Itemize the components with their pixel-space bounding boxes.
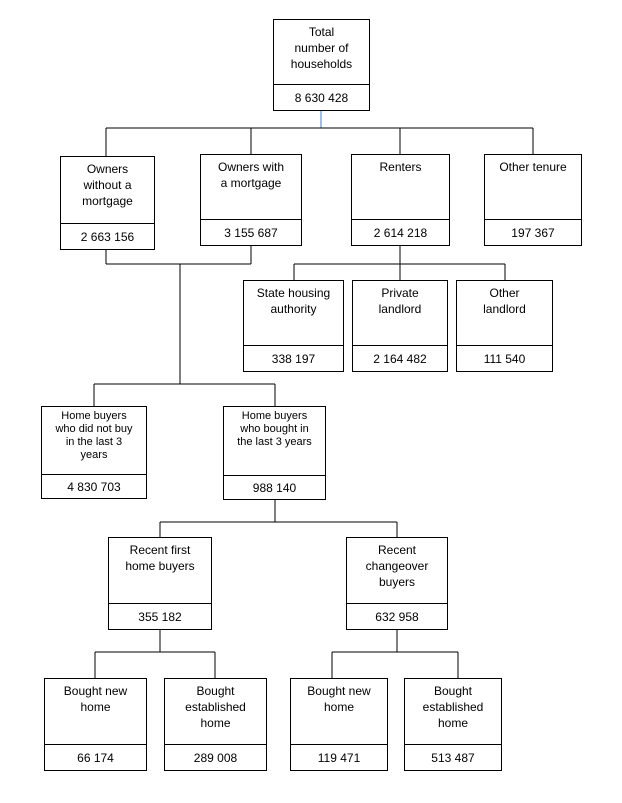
node-label: Owners with a mortgage	[217, 160, 285, 190]
node-label: Recent first home buyers	[125, 543, 195, 573]
node-recent-changeover-buyers: Recent changeover buyers 632 958	[346, 537, 448, 630]
node-private-landlord: Private landlord 2 164 482	[352, 280, 448, 372]
node-recent-first-home-buyers: Recent first home buyers 355 182	[108, 537, 212, 630]
node-total-households: Total number of households 8 630 428	[273, 19, 370, 111]
node-first-bought-new-home: Bought new home 66 174	[44, 678, 147, 771]
node-value: 66 174	[45, 744, 146, 770]
node-changeover-bought-new-home: Bought new home 119 471	[290, 678, 388, 771]
node-other-tenure: Other tenure 197 367	[484, 154, 582, 246]
node-value: 3 155 687	[201, 219, 301, 245]
node-value: 111 540	[457, 345, 552, 371]
node-first-bought-established-home: Bought established home 289 008	[164, 678, 267, 771]
node-value: 8 630 428	[274, 84, 369, 110]
node-value: 355 182	[109, 603, 211, 629]
node-owners-without-mortgage: Owners without a mortgage 2 663 156	[60, 156, 155, 250]
node-label: Owners without a mortgage	[82, 162, 133, 208]
node-value: 119 471	[291, 744, 387, 770]
node-value: 988 140	[224, 475, 325, 499]
node-label: Home buyers who did not buy in the last …	[55, 410, 133, 461]
node-label: Home buyers who bought in the last 3 yea…	[237, 410, 312, 448]
node-value: 2 164 482	[353, 345, 447, 371]
node-label: Bought new home	[307, 684, 371, 714]
node-label: Bought established home	[185, 684, 246, 730]
node-value: 2 663 156	[61, 223, 154, 249]
node-owners-with-mortgage: Owners with a mortgage 3 155 687	[200, 154, 302, 246]
node-label: Private landlord	[378, 286, 422, 316]
node-other-landlord: Other landlord 111 540	[456, 280, 553, 372]
node-value: 2 614 218	[352, 219, 449, 245]
node-value: 197 367	[485, 219, 581, 245]
node-label: Bought new home	[63, 684, 128, 714]
node-label: State housing authority	[256, 286, 331, 316]
node-changeover-bought-established-home: Bought established home 513 487	[404, 678, 502, 771]
node-value: 289 008	[165, 744, 266, 770]
node-label: Other landlord	[483, 286, 526, 316]
node-value: 338 197	[244, 345, 343, 371]
node-label: Total number of households	[290, 25, 353, 71]
node-label: Renters	[379, 160, 422, 174]
node-value: 632 958	[347, 603, 447, 629]
node-label: Other tenure	[499, 160, 567, 174]
node-bought-last-3-years: Home buyers who bought in the last 3 yea…	[223, 406, 326, 500]
node-value: 4 830 703	[42, 474, 146, 498]
node-state-housing-authority: State housing authority 338 197	[243, 280, 344, 372]
node-label: Bought established home	[422, 684, 484, 730]
node-label: Recent changeover buyers	[365, 543, 429, 589]
node-renters: Renters 2 614 218	[351, 154, 450, 246]
node-did-not-buy-last-3-years: Home buyers who did not buy in the last …	[41, 406, 147, 499]
node-value: 513 487	[405, 744, 501, 770]
